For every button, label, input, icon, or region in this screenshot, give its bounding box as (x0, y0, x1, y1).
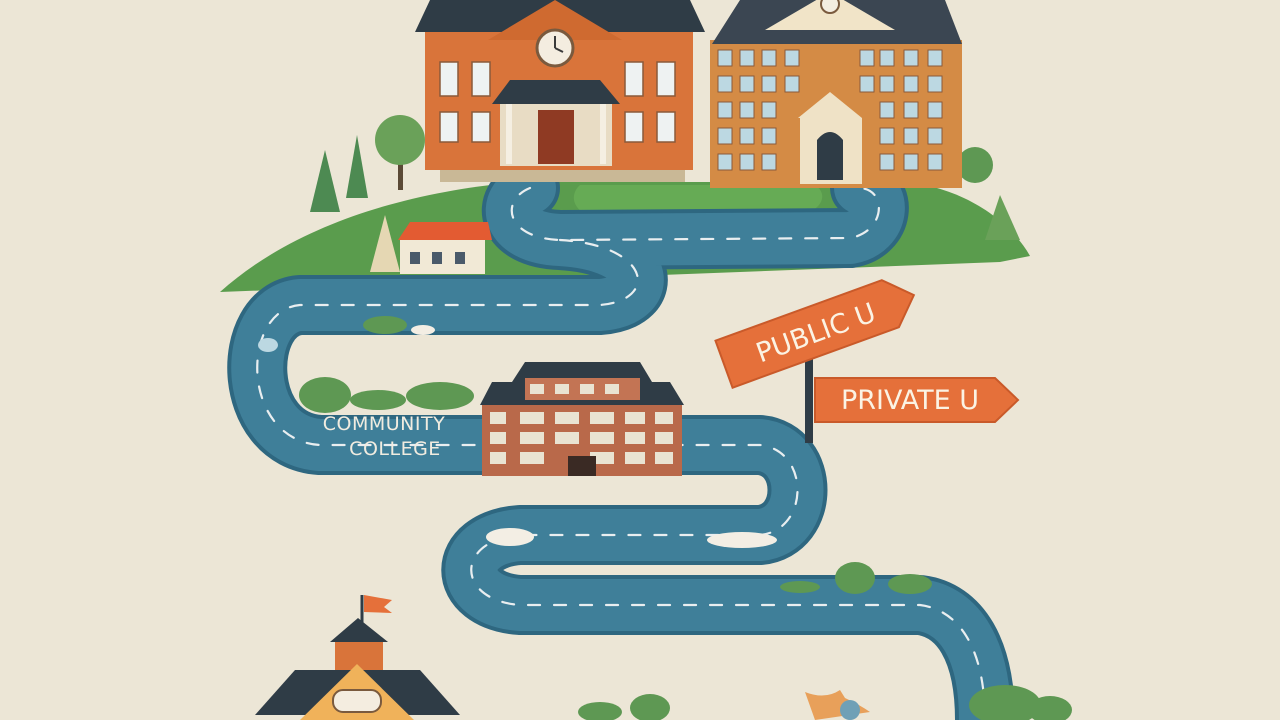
schoolhouse-building (255, 595, 460, 720)
winding-road (227, 158, 1015, 720)
road-patches (258, 325, 777, 548)
small-house (370, 215, 492, 274)
private-university-sign: PRIVATE U (841, 385, 979, 416)
community-college-building (480, 362, 684, 476)
community-college-label-line2: COLLEGE (349, 438, 441, 460)
private-university-building (710, 0, 962, 188)
community-college-label-line1: COMMUNITY (323, 413, 445, 435)
community-college-label: COMMUNITY COLLEGE (323, 413, 445, 460)
bush-icon (299, 316, 1072, 720)
tree-icon (310, 115, 1020, 240)
bird-figure (805, 690, 870, 720)
public-university-building (415, 0, 705, 182)
